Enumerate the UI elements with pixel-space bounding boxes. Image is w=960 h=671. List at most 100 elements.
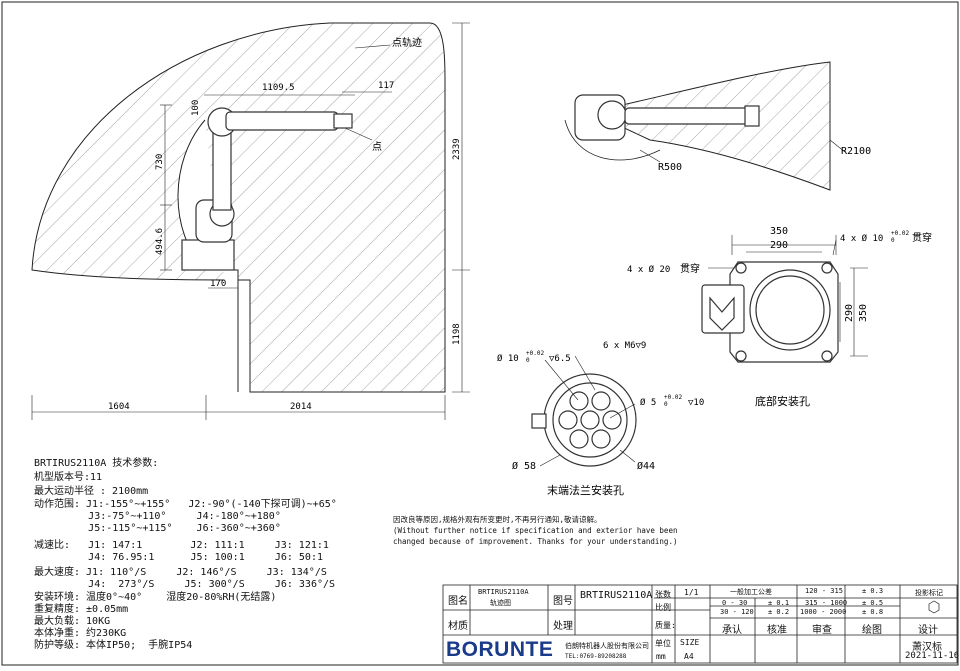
tb-tol-r1-c1: 0 - 30 — [722, 599, 748, 607]
spec-range-3: J5:-115°~+115° J6:-360°~+360° — [34, 523, 281, 534]
dim-2014: 2014 — [290, 402, 312, 412]
label-point: 点 — [372, 141, 382, 153]
tb-process-label: 处理 — [553, 621, 573, 632]
spec-title: BRTIRUS2110A 技术参数: — [34, 458, 159, 469]
tb-quality-label: 质量: — [655, 621, 676, 630]
tb-unit-label: 单位 — [655, 639, 671, 648]
spec-ratio-2: J4: 76.95:1 J5: 100:1 J6: 50:1 — [34, 552, 323, 563]
r500: R500 — [658, 162, 682, 173]
robot-side-silhouette — [181, 107, 353, 271]
base-holes-20: 4 x Ø 20 — [627, 264, 670, 275]
notice-en-2: changed because of improvement. Thanks f… — [393, 537, 678, 546]
tb-name-value-1: BRTIRUS2110A — [478, 588, 529, 596]
tb-name-label: 图名 — [448, 596, 468, 607]
tb-drawing-no-label: 图号 — [553, 596, 573, 607]
spec-load: 最大负载: 10KG — [34, 616, 111, 627]
tb-date: 2021-11-16 — [905, 651, 960, 661]
tb-designer: 萧汉标 — [912, 642, 942, 653]
dim-117: 117 — [378, 81, 394, 91]
notice-cn: 因改良等原因,规格外观有所变更时,不再另行通知,敬请谅解。 — [393, 515, 602, 524]
spec-range-1: 动作范围: J1:-155°~+155° J2:-90°(-140下探可调)~+… — [34, 499, 337, 510]
base-290-v: 290 — [844, 304, 855, 322]
flange-thread: 6 x M6▽9 — [603, 341, 646, 351]
tb-size: A4 — [684, 652, 694, 661]
dim-2339: 2339 — [452, 138, 462, 160]
base-holes-10: 4 x Ø 10 — [840, 233, 883, 244]
tb-role-design: 设计 — [918, 625, 938, 636]
title-block-grid — [442, 584, 958, 664]
tb-role-review: 审查 — [812, 625, 832, 636]
tb-sheets-label: 张数 — [655, 590, 671, 599]
base-through-1: 贯穿 — [912, 231, 932, 244]
flange-caption: 末端法兰安装孔 — [547, 483, 624, 497]
tb-role-draw: 绘图 — [862, 625, 882, 636]
tb-tol-r2-c4: ± 0.8 — [862, 608, 884, 616]
spec-protect: 防护等级: 本体IP50; 手腕IP54 — [34, 640, 193, 651]
tb-tol-r1-c3: 315 - 1000 — [805, 599, 848, 607]
svg-text:+0.02: +0.02 — [664, 394, 682, 401]
r2100: R2100 — [841, 146, 871, 157]
dim-730: 730 — [155, 154, 165, 170]
tb-sheets: 1/1 — [684, 588, 699, 597]
tb-tol-r1-c2: ± 0.1 — [768, 599, 790, 607]
base-350: 350 — [770, 226, 788, 237]
tb-tol-r2-c2: ± 0.2 — [768, 608, 790, 616]
dim-1198: 1198 — [452, 323, 462, 345]
flange-depth-10: ▽10 — [688, 398, 704, 408]
svg-text:+0.02: +0.02 — [526, 350, 544, 357]
spec-weight: 本体净重: 约230KG — [34, 628, 127, 639]
tb-scale-label: 比例 — [655, 603, 671, 612]
spec-ratio-1: 减速比: J1: 147:1 J2: 111:1 J3: 121:1 — [34, 540, 329, 551]
spec-reach: 最大运动半径 : 2100mm — [34, 486, 149, 497]
change-notice: 因改良等原因,规格外观有所变更时,不再另行通知,敬请谅解。 (Without f… — [393, 514, 677, 547]
tb-unit: mm — [656, 652, 666, 661]
brand-logo: BORUNTE — [446, 638, 554, 661]
tb-role-check: 核准 — [767, 625, 787, 636]
spec-speed-1: 最大速度: J1: 110°/S J2: 146°/S J3: 134°/S — [34, 567, 327, 578]
spec-repeat: 重复精度: ±0.05mm — [34, 604, 129, 615]
tb-tol-head-range: 120 - 315 — [805, 587, 843, 595]
svg-text:0: 0 — [526, 357, 530, 364]
dim-1604: 1604 — [108, 402, 130, 412]
flange-hole-10: Ø 10 — [497, 353, 519, 364]
base-caption: 底部安装孔 — [755, 394, 810, 408]
svg-text:0: 0 — [664, 401, 668, 408]
flange-view: Ø 10 +0.02 0 ▽6.5 6 x M6▽9 Ø 5 +0.02 0 ▽… — [497, 341, 704, 497]
spec-range-2: J3:-75°~+110° J4:-180°~+180° — [34, 511, 281, 522]
flange-center-5: Ø 5 — [640, 397, 656, 408]
base-through-2: 贯穿 — [680, 262, 700, 275]
dim-1109: 1109.5 — [262, 83, 295, 93]
robot-top-silhouette — [574, 94, 760, 141]
tb-tel: TEL:0769-89208288 — [565, 653, 627, 660]
dim-494: 494.6 — [155, 228, 165, 255]
flange-d44: Ø44 — [637, 460, 655, 472]
dim-170: 170 — [210, 279, 226, 289]
svg-text:+0.02: +0.02 — [891, 230, 909, 237]
top-workspace-view: R500 R2100 — [564, 61, 871, 191]
projection-symbol-icon — [928, 600, 940, 614]
tb-tolerance-title: 一般加工公差 — [730, 588, 772, 596]
flange-depth-65: ▽6.5 — [549, 354, 571, 364]
notice-en-1: (Without further notice if specification… — [393, 526, 678, 535]
tb-tol-r1-c4: ± 0.5 — [862, 599, 884, 607]
tb-tol-r2-c3: 1000 - 2000 — [800, 608, 847, 616]
svg-text:0: 0 — [891, 237, 895, 244]
base-350-v: 350 — [858, 304, 869, 322]
side-workspace-view: 点轨迹 点 1109.5 117 100 730 2339 494.6 170 … — [31, 22, 470, 420]
tb-name-value-2: 轨迹图 — [490, 599, 511, 607]
tb-size-label: SIZE — [680, 638, 700, 647]
label-trajectory: 点轨迹 — [392, 36, 422, 49]
tb-drawing-no: BRTIRUS2110A — [580, 590, 653, 601]
spec-speed-2: J4: 273°/S J5: 300°/S J6: 336°/S — [34, 579, 336, 590]
tb-company: 伯朗特机器人股份有限公司 — [565, 642, 649, 650]
tb-material-label: 材质 — [448, 621, 468, 632]
flange-d58: Ø 58 — [512, 460, 536, 472]
base-mounting-view: 350 290 290 350 4 x Ø 10 +0.02 0 贯穿 4 x … — [627, 226, 932, 408]
tb-tol-r2-c1: 30 - 120 — [720, 608, 754, 616]
dim-100: 100 — [191, 100, 201, 116]
base-290: 290 — [770, 240, 788, 251]
tb-tol-head-value: ± 0.3 — [862, 587, 884, 595]
